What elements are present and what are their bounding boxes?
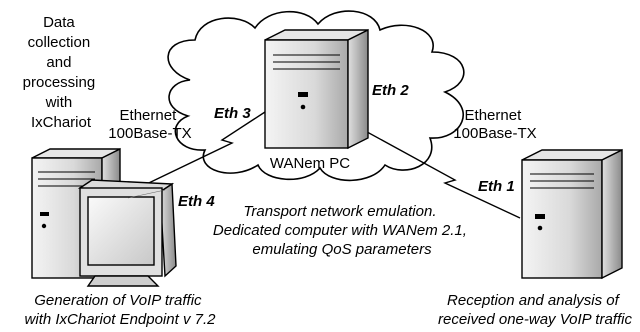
reception-label: Reception and analysis of received one-w… [438, 292, 632, 328]
eth1-label: Eth 1 [478, 178, 515, 195]
link-eth3-eth4 [129, 111, 266, 193]
receiver-tower [521, 148, 623, 280]
generation-label: Generation of VoIP traffic with IxChario… [25, 292, 217, 328]
transport-emulation-label: Transport network emulation. Dedicated c… [213, 203, 471, 258]
link-eth2-eth1 [335, 114, 521, 219]
wanem-pc-tower [264, 28, 369, 150]
wanem-pc-label: WANem PC [270, 155, 350, 172]
eth4-label: Eth 4 [178, 193, 215, 210]
endpoint-monitor [77, 179, 177, 287]
eth2-label: Eth 2 [372, 82, 409, 99]
ethernet-right-label: Ethernet 100Base-TX [453, 107, 536, 142]
ethernet-left-label: Ethernet 100Base-TX [108, 107, 191, 142]
eth3-label: Eth 3 [214, 105, 251, 122]
data-collection-label: Data collection and processing with IxCh… [23, 14, 100, 131]
